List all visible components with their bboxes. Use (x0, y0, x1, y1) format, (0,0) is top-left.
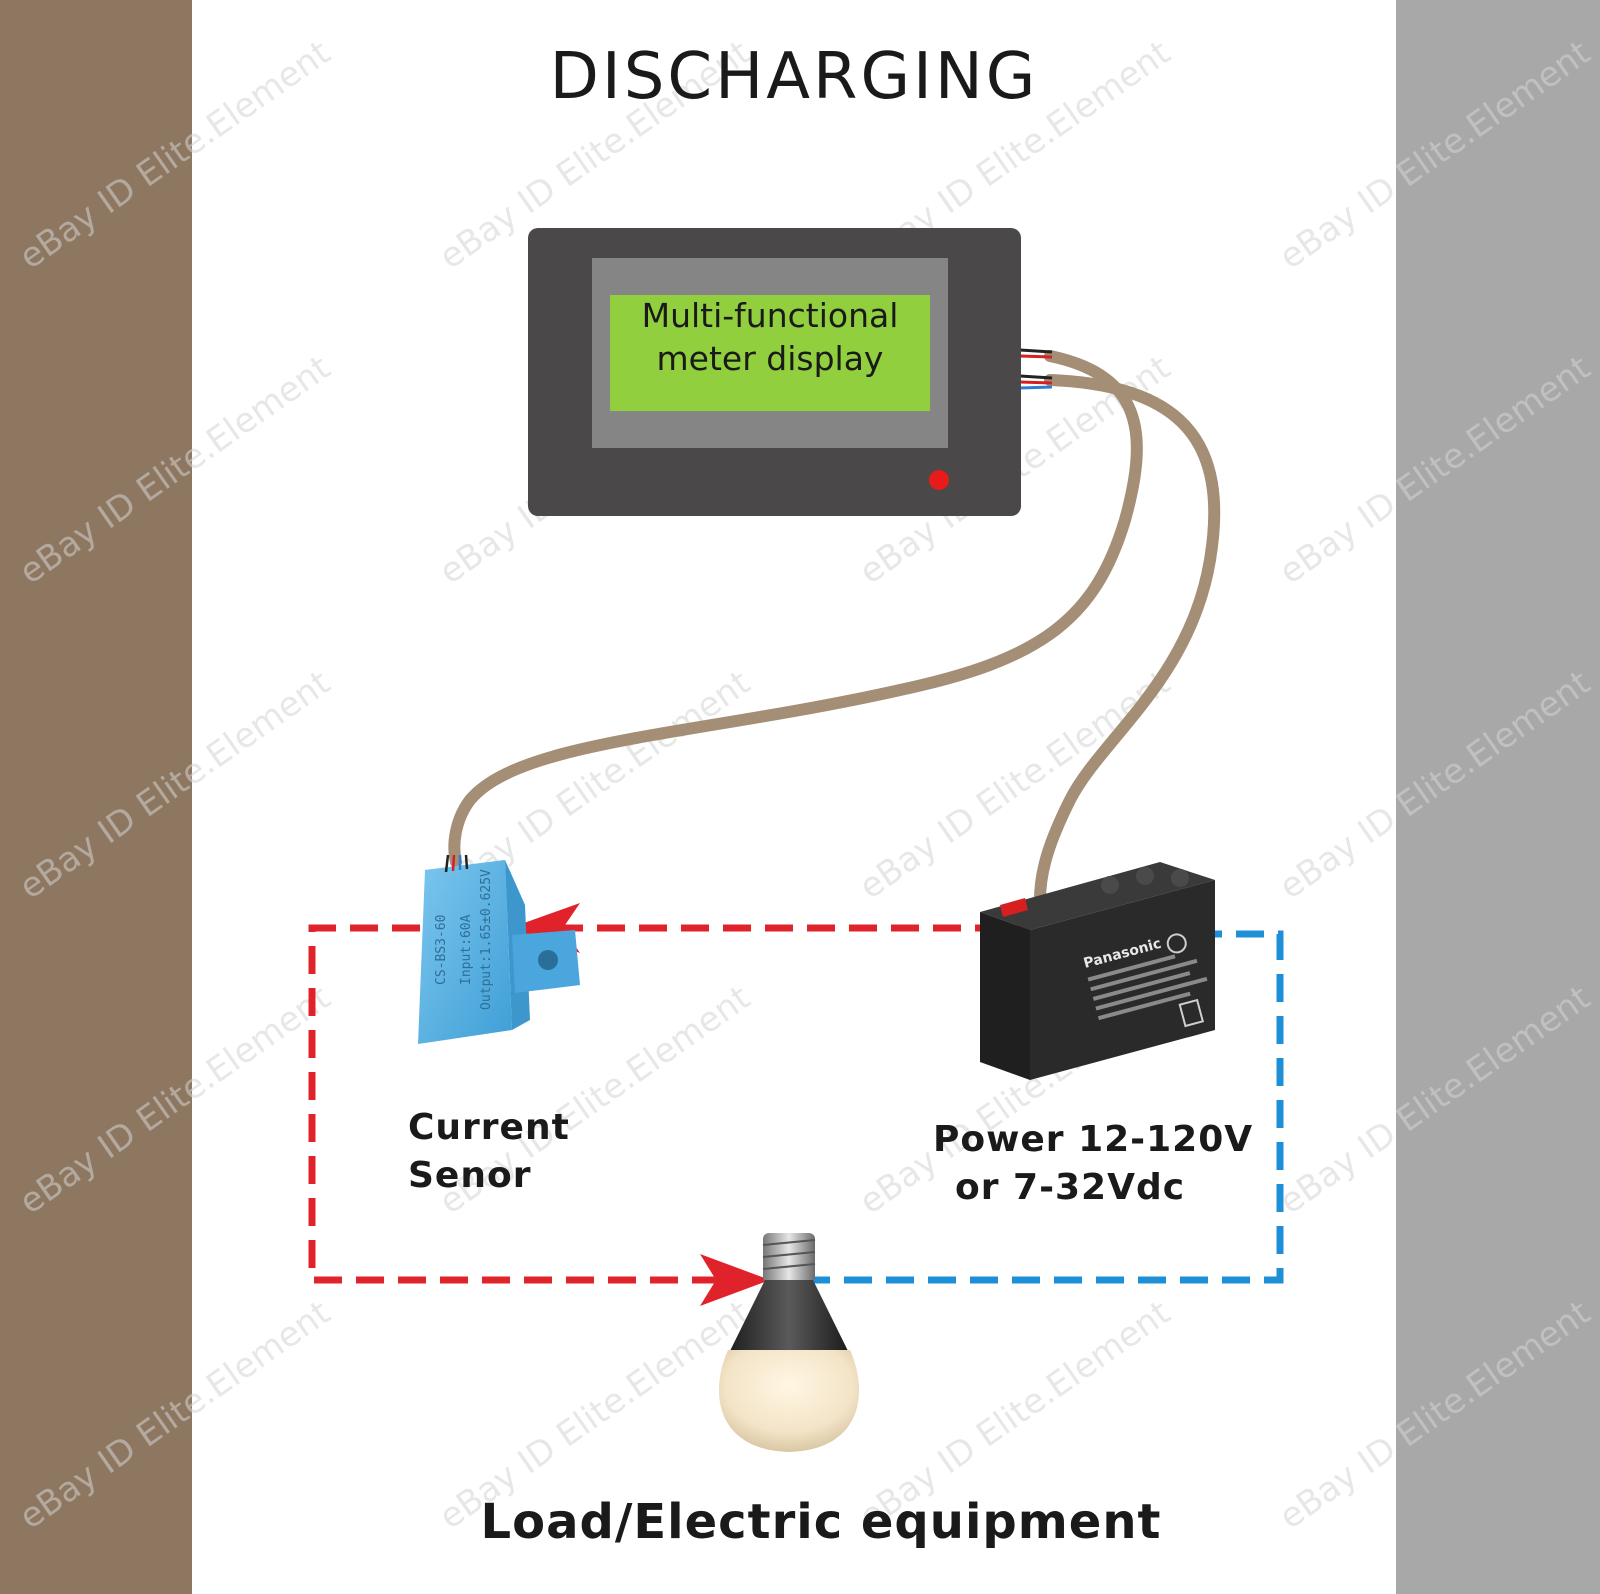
sensor-output-text: Output:1.65±0.625V (479, 869, 494, 1010)
current-sensor-label-line-1: Current (408, 1107, 570, 1148)
bulb-heatsink (728, 1280, 850, 1355)
current-sensor-label: Current Senor (408, 1104, 570, 1200)
bulb-screw-base (763, 1233, 815, 1283)
watermark: eBay ID Elite.Element (1272, 978, 1597, 1223)
mount-hole (538, 950, 558, 970)
page-title: DISCHARGING (549, 40, 1039, 114)
bulb-glass (718, 1350, 860, 1452)
sensor-model-text: CS-BS3-60 (434, 915, 449, 985)
battery-top (980, 862, 1215, 930)
watermark: eBay ID Elite.Element (1272, 663, 1597, 908)
sensor-body (418, 860, 512, 1044)
recycle-icon (1166, 933, 1187, 954)
left-border-band (0, 0, 192, 1594)
sensor-cable (448, 350, 1143, 868)
current-sensor-device: CS-BS3-60 Input:60A Output:1.65±0.625V (418, 854, 580, 1044)
watermark: eBay ID Elite.Element (12, 348, 337, 593)
battery-device: Panasonic (980, 862, 1215, 1080)
load-label: Load/Electric equipment (480, 1494, 1162, 1550)
meter-wire-ends (1019, 348, 1053, 390)
watermark: eBay ID Elite.Element (12, 663, 337, 908)
arrow-to-load (700, 1254, 770, 1306)
battery-label: Panasonic (1082, 933, 1208, 1028)
power-cable (1034, 374, 1221, 906)
bin-icon (1178, 998, 1205, 1028)
power-label-line-1: Power 12-120V (933, 1119, 1254, 1160)
meter-display-label: Multi-functional meter display (610, 294, 930, 380)
lcd-screen (610, 295, 930, 411)
negative-current-path (308, 924, 1030, 1284)
sensor-wire-ends (444, 854, 469, 873)
watermark: eBay ID Elite.Element (12, 978, 337, 1223)
meter-display-line-2: meter display (656, 339, 884, 378)
power-label-line-2: or 7-32Vdc (955, 1167, 1186, 1208)
power-label: Power 12-120V or 7-32Vdc (933, 1116, 1253, 1212)
meter-display-line-1: Multi-functional (641, 296, 899, 335)
light-bulb (718, 1233, 860, 1452)
right-border-band (1396, 0, 1600, 1594)
battery-terminal-red (1000, 898, 1028, 917)
battery-front (980, 912, 1030, 1080)
watermark: eBay ID Elite.Element (1272, 348, 1597, 593)
sensor-input-text: Input:60A (459, 914, 474, 985)
meter-device (528, 228, 1021, 516)
indicator-led (929, 470, 949, 490)
current-sensor-label-line-2: Senor (408, 1155, 532, 1196)
